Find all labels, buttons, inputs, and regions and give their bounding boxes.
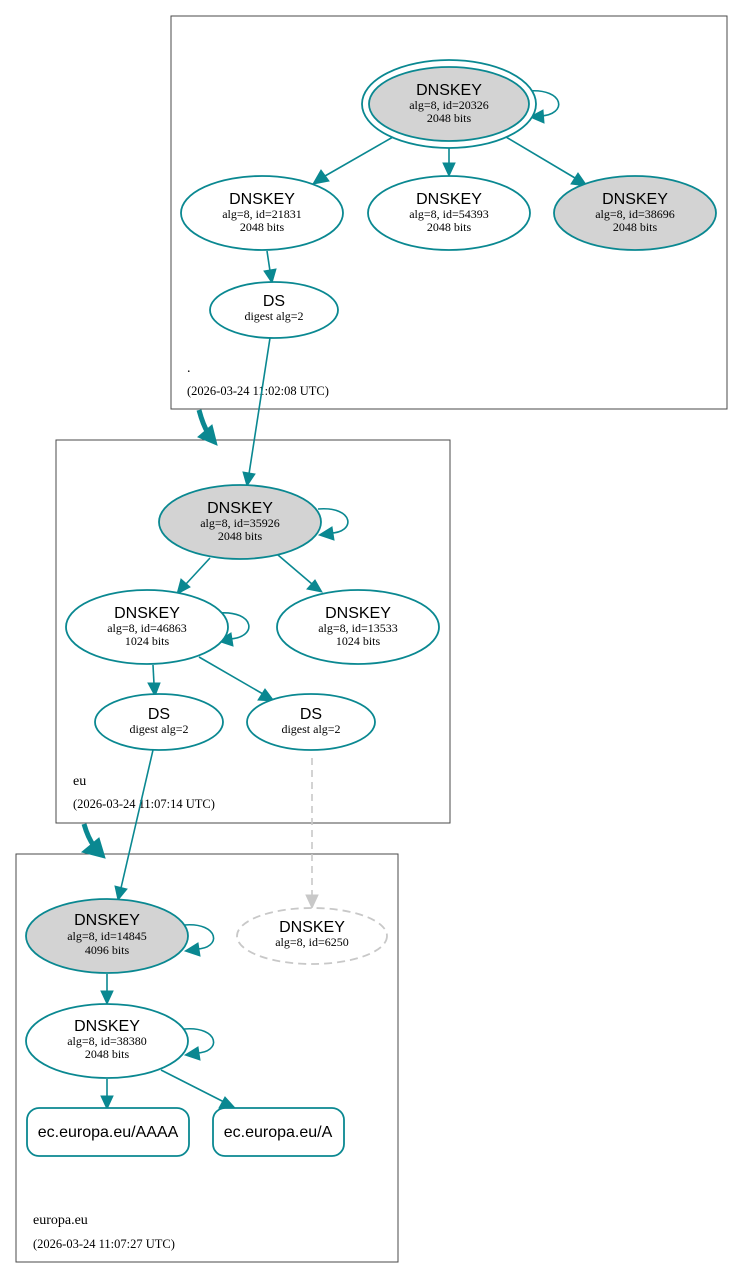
dnskey-node-europa-zsk[interactable]: DNSKEY alg=8, id=38380 2048 bits xyxy=(25,1003,189,1079)
edge-root-ksk-zsk3 xyxy=(505,136,589,187)
ds-node-eu-2[interactable]: DS digest alg=2 xyxy=(246,693,376,751)
node-digest: digest alg=2 xyxy=(244,309,303,323)
node-key-size: 4096 bits xyxy=(85,943,130,957)
node-key-size: 2048 bits xyxy=(613,220,658,234)
zone-eu-name: eu xyxy=(73,774,86,789)
node-key-size: 2048 bits xyxy=(240,220,285,234)
node-digest: digest alg=2 xyxy=(129,722,188,736)
dnskey-node-eu-ksk[interactable]: DNSKEY alg=8, id=35926 2048 bits xyxy=(158,484,322,560)
rrset-node-aaaa[interactable]: ec.europa.eu/AAAA xyxy=(26,1107,190,1157)
dnskey-node-root-ksk[interactable]: DNSKEY alg=8, id=20326 2048 bits xyxy=(361,59,537,149)
node-title: DS xyxy=(300,706,322,723)
node-title: DS xyxy=(148,706,170,723)
dnskey-node-root-zsk3[interactable]: DNSKEY alg=8, id=38696 2048 bits xyxy=(553,175,717,251)
edge-eu-ksk-zsk1 xyxy=(176,557,211,595)
edge-europa-ksk-zsk xyxy=(100,974,114,1006)
node-title: DNSKEY xyxy=(416,82,482,99)
node-title: ec.europa.eu/AAAA xyxy=(38,1124,179,1141)
zone-europa-name: europa.eu xyxy=(33,1213,88,1228)
edge-eu-zsk1-ds1 xyxy=(147,664,161,698)
dnskey-node-europa-missing[interactable]: DNSKEY alg=8, id=6250 xyxy=(236,907,388,965)
edge-europa-zsk-self xyxy=(183,1028,215,1061)
ds-node-eu-1[interactable]: DS digest alg=2 xyxy=(94,693,224,751)
edge-root-zsk1-ds xyxy=(263,250,277,285)
node-key-id: alg=8, id=21831 xyxy=(222,207,302,221)
dnskey-node-root-zsk1[interactable]: DNSKEY alg=8, id=21831 2048 bits xyxy=(180,175,344,251)
node-title: DNSKEY xyxy=(114,605,180,622)
delegation-eu-europa xyxy=(80,823,106,859)
node-title: DNSKEY xyxy=(416,191,482,208)
zone-root-timestamp: (2026-03-24 11:02:08 UTC) xyxy=(187,384,329,398)
ds-node-root[interactable]: DS digest alg=2 xyxy=(209,281,339,339)
node-digest: digest alg=2 xyxy=(281,722,340,736)
dnskey-node-eu-zsk2[interactable]: DNSKEY alg=8, id=13533 1024 bits xyxy=(276,589,440,665)
edge-eu-ds2-missing-key xyxy=(305,758,319,910)
edge-eu-zsk1-ds2 xyxy=(198,656,276,702)
edge-europa-zsk-aaaa xyxy=(100,1079,114,1111)
edge-eu-ksk-self xyxy=(317,508,349,541)
node-key-id: alg=8, id=13533 xyxy=(318,621,398,635)
node-title: DNSKEY xyxy=(74,1018,140,1035)
zone-root-name: . xyxy=(187,361,191,376)
zone-eu-timestamp: (2026-03-24 11:07:14 UTC) xyxy=(73,797,215,811)
dnskey-node-root-zsk2[interactable]: DNSKEY alg=8, id=54393 2048 bits xyxy=(367,175,531,251)
node-key-size: 2048 bits xyxy=(427,111,472,125)
edge-root-ksk-self xyxy=(527,90,560,124)
node-title: DNSKEY xyxy=(229,191,295,208)
node-title: DNSKEY xyxy=(74,912,140,929)
node-title: DNSKEY xyxy=(325,605,391,622)
rrset-node-a[interactable]: ec.europa.eu/A xyxy=(212,1107,345,1157)
node-key-id: alg=8, id=38696 xyxy=(595,207,675,221)
node-key-id: alg=8, id=14845 xyxy=(67,929,147,943)
node-key-size: 2048 bits xyxy=(218,529,263,543)
edge-eu-ds1-europa-ksk xyxy=(114,749,154,902)
dnskey-node-eu-zsk1[interactable]: DNSKEY alg=8, id=46863 1024 bits xyxy=(65,589,229,665)
node-key-id: alg=8, id=20326 xyxy=(409,98,489,112)
node-key-id: alg=8, id=6250 xyxy=(275,935,349,949)
node-key-size: 2048 bits xyxy=(427,220,472,234)
node-key-size: 1024 bits xyxy=(125,634,170,648)
edge-root-ksk-zsk1 xyxy=(312,136,394,185)
dnskey-node-europa-ksk[interactable]: DNSKEY alg=8, id=14845 4096 bits xyxy=(25,898,189,974)
node-key-size: 2048 bits xyxy=(85,1047,130,1061)
node-key-id: alg=8, id=38380 xyxy=(67,1034,147,1048)
zone-europa-timestamp: (2026-03-24 11:07:27 UTC) xyxy=(33,1237,175,1251)
edge-eu-ksk-zsk2 xyxy=(277,554,323,593)
node-key-id: alg=8, id=54393 xyxy=(409,207,489,221)
node-key-size: 1024 bits xyxy=(336,634,381,648)
node-title: ec.europa.eu/A xyxy=(224,1124,333,1141)
node-key-id: alg=8, id=46863 xyxy=(107,621,187,635)
node-title: DNSKEY xyxy=(602,191,668,208)
node-key-id: alg=8, id=35926 xyxy=(200,516,280,530)
edge-europa-ksk-self xyxy=(183,924,215,957)
delegation-root-eu xyxy=(196,409,218,446)
node-title: DNSKEY xyxy=(279,919,345,936)
node-title: DNSKEY xyxy=(207,500,273,517)
node-title: DS xyxy=(263,293,285,310)
edge-root-ksk-zsk2 xyxy=(442,146,456,178)
edge-root-ds-eu-ksk xyxy=(242,337,271,488)
